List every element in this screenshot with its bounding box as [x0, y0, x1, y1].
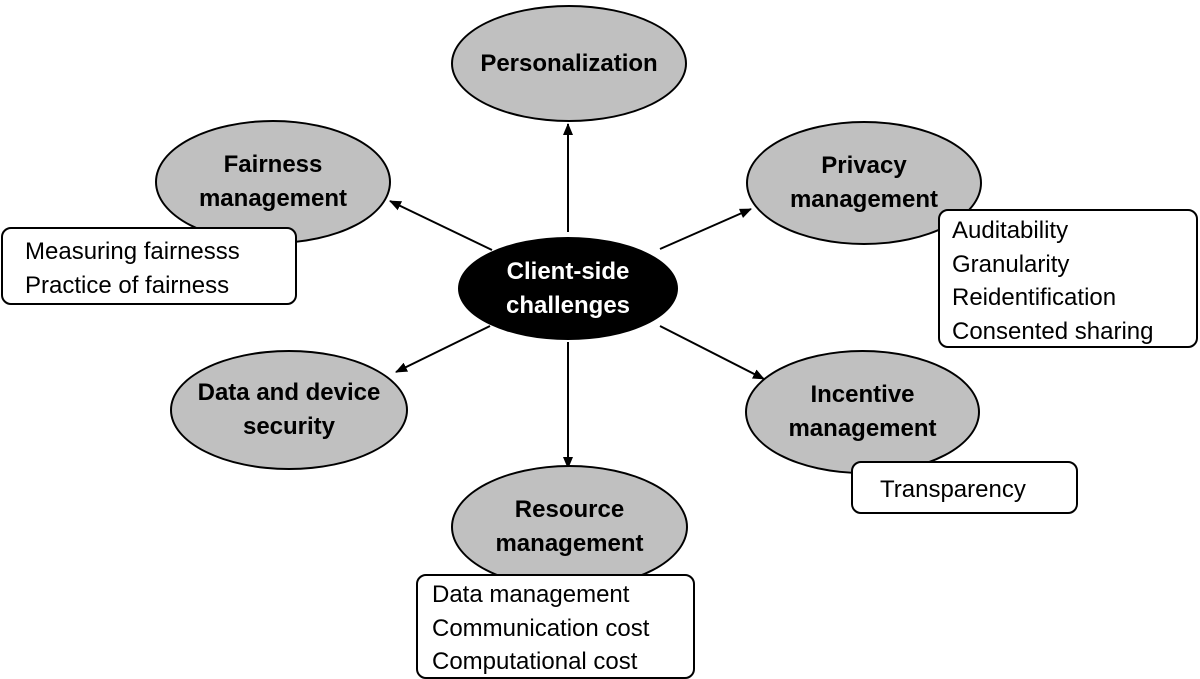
- node-fairness-label-line2: management: [198, 185, 348, 212]
- privacy-detail-item: Consented sharing: [952, 317, 1154, 345]
- node-security-label-line1: Data and device: [197, 379, 381, 406]
- resource-detail-item: Computational cost: [432, 648, 638, 675]
- resource-detail-item: Communication cost: [432, 614, 650, 642]
- node-data-device-security: Data and device security: [170, 350, 408, 470]
- arrow-to-fairness: [389, 200, 493, 251]
- node-security-label-line2: security: [242, 413, 336, 440]
- node-personalization: Personalization: [451, 5, 687, 122]
- node-incentive-label-line1: Incentive: [810, 381, 915, 408]
- fairness-detail-item: Measuring fairnesss: [25, 238, 240, 265]
- node-fairness-management: Fairness management: [155, 120, 391, 244]
- node-resource-label-line2: management: [495, 530, 644, 557]
- resource-details-box: Data management Communication cost Compu…: [416, 574, 695, 679]
- fairness-details-box: Measuring fairnesss Practice of fairness: [1, 227, 297, 305]
- node-resource-management: Resource management: [451, 465, 688, 589]
- node-incentive-label-line2: management: [788, 415, 937, 442]
- node-incentive-management: Incentive management: [745, 350, 980, 474]
- privacy-detail-item: Reidentification: [952, 284, 1117, 311]
- node-privacy-label-line1: Privacy: [821, 152, 907, 179]
- node-client-side-challenges: Client-side challenges: [458, 237, 678, 340]
- center-label-line1: Client-side: [506, 257, 630, 285]
- privacy-detail-item: Granularity: [952, 250, 1070, 278]
- privacy-details-box: Auditability Granularity Reidentificatio…: [938, 209, 1198, 348]
- incentive-detail-item: Transparency: [880, 476, 1026, 503]
- node-privacy-label-line2: management: [789, 186, 939, 213]
- privacy-detail-item: Auditability: [952, 217, 1069, 244]
- resource-detail-item: Data management: [432, 581, 630, 608]
- arrow-to-security: [395, 325, 491, 373]
- node-fairness-label-line1: Fairness: [223, 151, 323, 178]
- arrow-to-incentive: [659, 325, 765, 380]
- center-label-line2: challenges: [505, 291, 631, 319]
- fairness-detail-item: Practice of fairness: [25, 271, 230, 299]
- node-resource-label-line1: Resource: [514, 496, 625, 523]
- arrow-to-privacy: [659, 208, 752, 250]
- node-personalization-label: Personalization: [480, 49, 658, 77]
- incentive-details-box: Transparency: [851, 461, 1078, 514]
